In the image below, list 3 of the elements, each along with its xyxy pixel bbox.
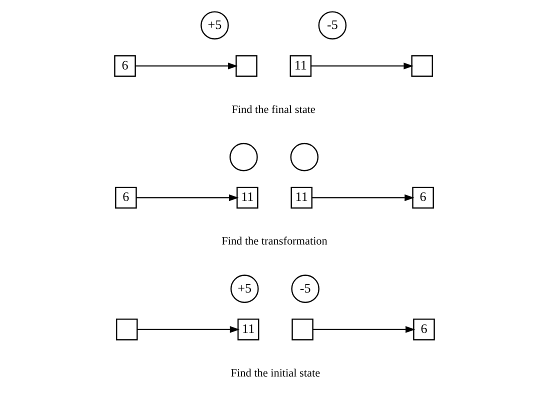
label: Find the transformation bbox=[221, 236, 327, 248]
label: Find the initial state bbox=[230, 367, 320, 380]
label: Find the final state bbox=[231, 104, 315, 116]
